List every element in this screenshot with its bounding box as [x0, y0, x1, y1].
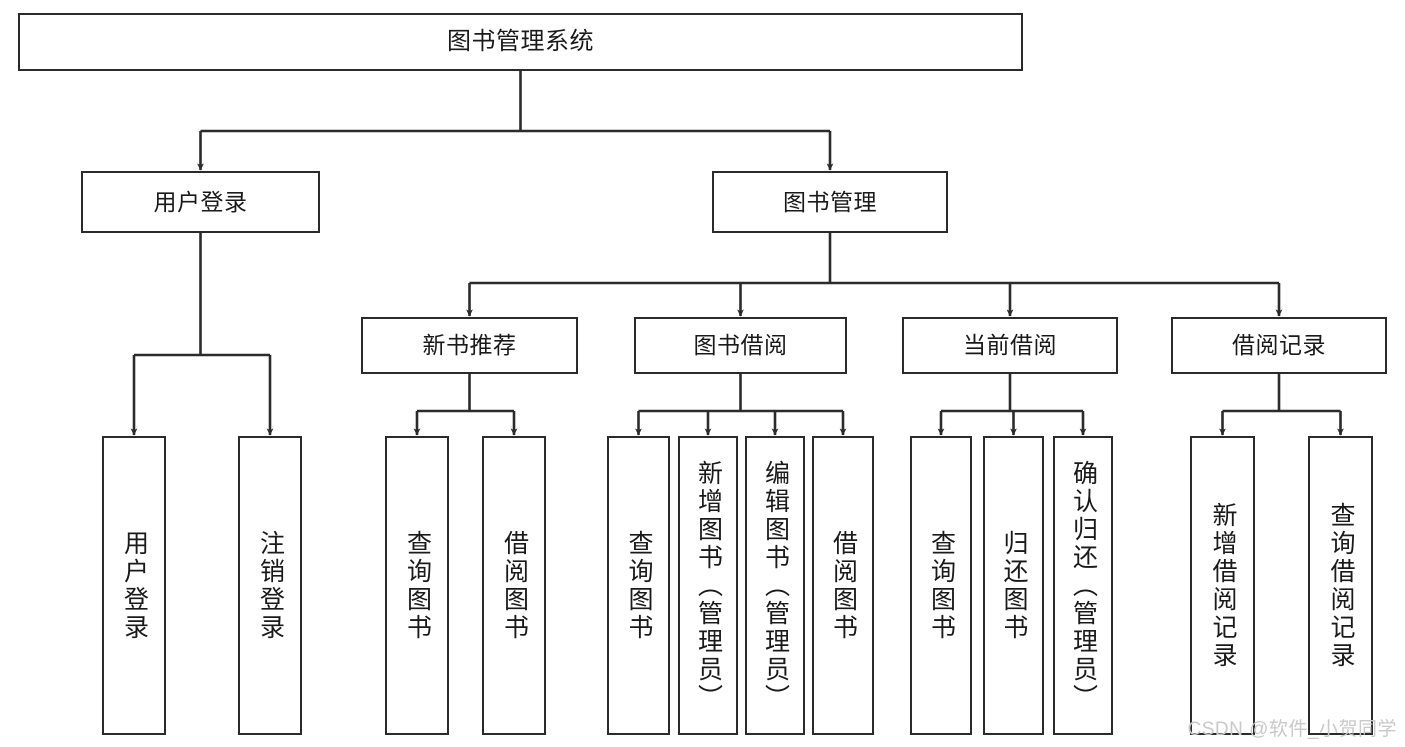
- node-label: 图书借阅: [693, 332, 788, 359]
- node-label: 用户登录: [153, 188, 248, 215]
- node-label: 图书管理系统: [447, 28, 594, 56]
- node-label: 当前借阅: [963, 332, 1057, 359]
- node-l8[interactable]: 借阅图书: [812, 436, 874, 735]
- node-l5[interactable]: 查询图书: [607, 436, 670, 735]
- node-l1[interactable]: 用户登录: [102, 436, 166, 735]
- node-borrow[interactable]: 图书借阅: [634, 317, 847, 374]
- node-label: 借阅记录: [1232, 332, 1326, 359]
- node-label: 查询图书: [927, 529, 956, 642]
- node-l4[interactable]: 借阅图书: [482, 436, 546, 735]
- node-label: 借阅图书: [500, 529, 529, 642]
- node-label: 查询图书: [625, 529, 653, 642]
- node-label: 用户登录: [120, 529, 149, 642]
- node-root[interactable]: 图书管理系统: [18, 13, 1023, 71]
- node-record[interactable]: 借阅记录: [1171, 317, 1387, 374]
- node-label: 编辑图书（管理员）: [761, 459, 790, 712]
- node-label: 新增借阅记录: [1209, 501, 1237, 670]
- node-l9[interactable]: 查询图书: [910, 436, 972, 735]
- node-label: 确认归还（管理员）: [1069, 459, 1098, 712]
- node-label: 归还图书: [1000, 529, 1028, 642]
- node-label: 查询借阅记录: [1327, 501, 1355, 670]
- node-l10[interactable]: 归还图书: [983, 436, 1044, 735]
- node-l11[interactable]: 确认归还（管理员）: [1053, 436, 1113, 735]
- node-newbook[interactable]: 新书推荐: [361, 317, 578, 374]
- node-label: 图书管理: [783, 188, 877, 215]
- node-l2[interactable]: 注销登录: [238, 436, 302, 735]
- node-current[interactable]: 当前借阅: [902, 317, 1118, 374]
- node-l3[interactable]: 查询图书: [385, 436, 449, 735]
- node-label: 借阅图书: [829, 529, 858, 642]
- node-l13[interactable]: 查询借阅记录: [1308, 436, 1373, 735]
- node-l7[interactable]: 编辑图书（管理员）: [745, 436, 805, 735]
- node-label: 注销登录: [256, 529, 285, 642]
- node-login[interactable]: 用户登录: [81, 171, 320, 233]
- node-bookmgmt[interactable]: 图书管理: [712, 171, 948, 233]
- node-l6[interactable]: 新增图书（管理员）: [678, 436, 738, 735]
- node-l12[interactable]: 新增借阅记录: [1190, 436, 1255, 735]
- node-label: 新书推荐: [422, 332, 517, 359]
- node-label: 查询图书: [403, 529, 432, 642]
- node-label: 新增图书（管理员）: [694, 459, 723, 712]
- watermark-text: CSDN @软件_小贺同学: [1187, 719, 1397, 740]
